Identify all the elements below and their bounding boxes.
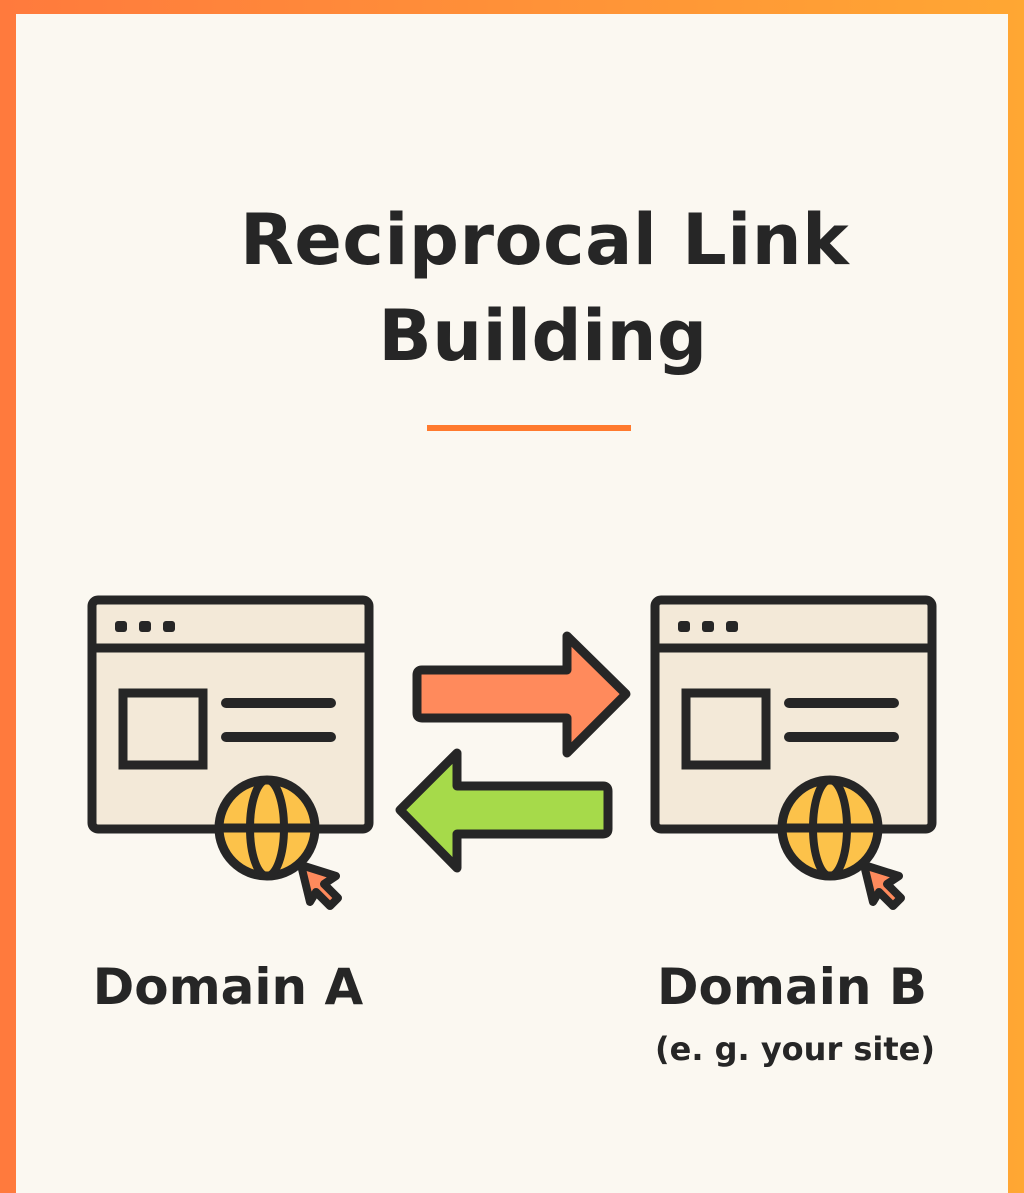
- title-line-2: Building: [378, 295, 708, 377]
- domain-b-sublabel: (e. g. your site): [654, 1030, 935, 1068]
- browser-window-icon-domain-a: [92, 600, 369, 906]
- page-title: Reciprocal Link Building: [240, 192, 850, 384]
- arrow-right-icon: [412, 631, 631, 758]
- domain-a-label: Domain A: [92, 958, 364, 1016]
- domain-b-label: Domain B: [657, 958, 927, 1016]
- title-underline: [427, 425, 631, 431]
- arrow-left-icon: [395, 748, 613, 873]
- title-line-1: Reciprocal Link: [240, 199, 850, 281]
- browser-window-icon-domain-b: [655, 600, 932, 906]
